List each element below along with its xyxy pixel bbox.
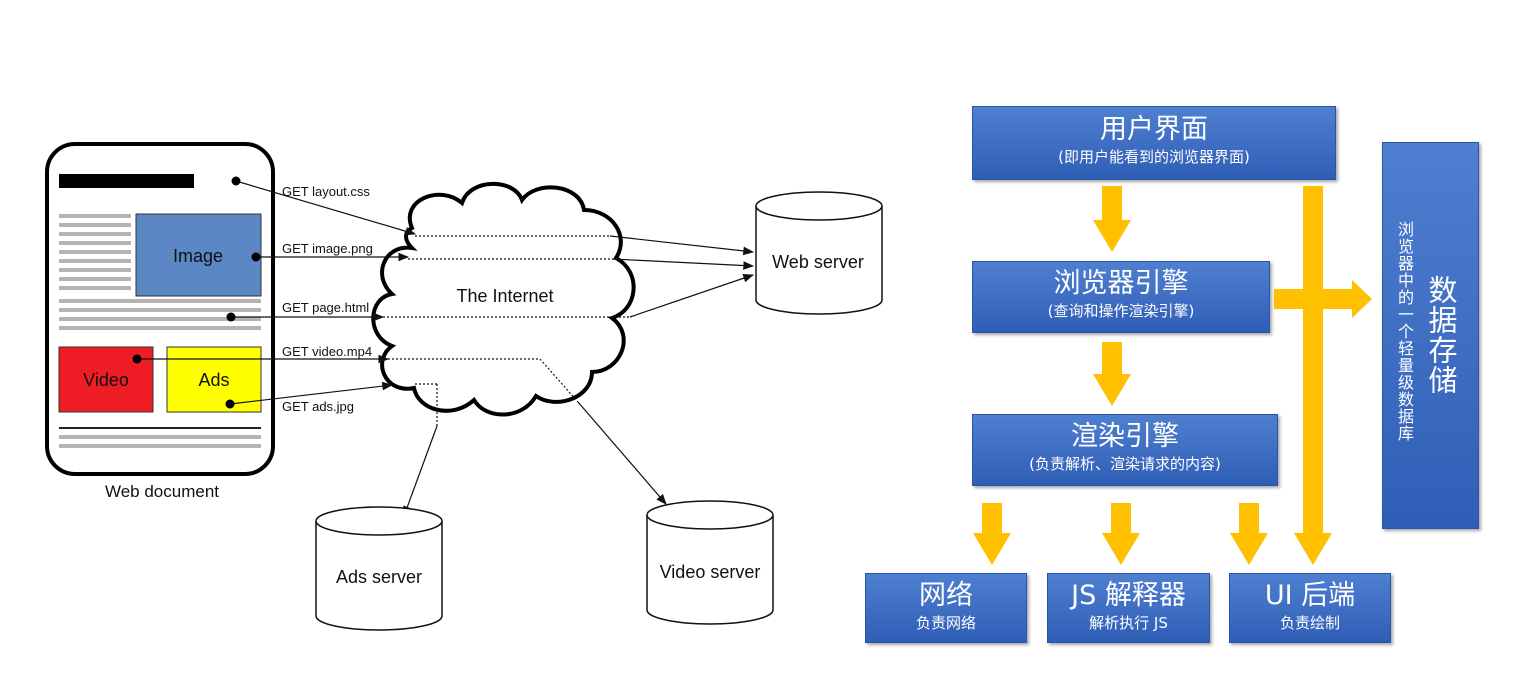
browser-engine-box: 浏览器引擎 (查询和操作渲染引擎) xyxy=(972,261,1270,333)
doc-video-label: Video xyxy=(83,370,129,390)
doc-image-block xyxy=(135,213,262,297)
request-arrows xyxy=(137,180,755,518)
data-storage-sub: 浏览器中的一个轻量级数据库 xyxy=(1395,221,1414,442)
doc-ads-label: Ads xyxy=(198,370,229,390)
render-engine-title: 渲染引擎 xyxy=(1071,421,1179,452)
req-label-html: GET page.html xyxy=(282,300,369,315)
ui-layer-sub: (即用户能看到的浏览器界面) xyxy=(1058,148,1250,166)
flow-arrows xyxy=(973,186,1372,565)
browser-engine-title: 浏览器引擎 xyxy=(1053,268,1189,299)
web-document: Image Video Ads Web document xyxy=(45,142,275,501)
arrow-ui-to-browser xyxy=(1093,186,1131,252)
network-title: 网络 xyxy=(919,580,973,611)
ui-backend-title: UI 后端 xyxy=(1264,580,1356,611)
request-labels: GET layout.css GET image.png GET page.ht… xyxy=(282,184,373,414)
web-server-label: Web server xyxy=(772,252,864,272)
doc-header-bar xyxy=(59,174,194,188)
js-interpreter-sub: 解析执行 JS xyxy=(1089,614,1168,632)
ui-backend-box: UI 后端 负责绘制 xyxy=(1229,573,1391,643)
req-label-ads: GET ads.jpg xyxy=(282,399,354,414)
req-label-css: GET layout.css xyxy=(282,184,370,199)
arrow-browser-to-storage xyxy=(1274,280,1372,318)
video-server: Video server xyxy=(646,500,774,625)
ads-server-label: Ads server xyxy=(336,567,422,587)
ui-layer-box: 用户界面 (即用户能看到的浏览器界面) xyxy=(972,106,1336,180)
video-server-label: Video server xyxy=(660,562,761,582)
doc-divider xyxy=(59,427,261,429)
ui-layer-title: 用户界面 xyxy=(1100,114,1208,145)
browser-engine-sub: (查询和操作渲染引擎) xyxy=(1047,302,1195,320)
arrow-render-to-backend xyxy=(1230,503,1268,565)
network-box: 网络 负责网络 xyxy=(865,573,1027,643)
request-origin-dots xyxy=(132,176,261,409)
ads-server: Ads server xyxy=(315,506,443,631)
arrow-browser-to-render xyxy=(1093,342,1131,406)
render-engine-box: 渲染引擎 (负责解析、渲染请求的内容) xyxy=(972,414,1278,486)
data-storage-title: 数据存储 xyxy=(1424,275,1458,395)
internet-cloud: The Internet xyxy=(371,181,636,417)
js-interpreter-title: JS 解释器 xyxy=(1071,580,1186,611)
web-server: Web server xyxy=(755,191,883,315)
js-interpreter-box: JS 解释器 解析执行 JS xyxy=(1047,573,1210,643)
doc-ads-block xyxy=(166,346,262,413)
ui-backend-sub: 负责绘制 xyxy=(1279,614,1340,632)
arrow-render-to-js xyxy=(1102,503,1140,565)
doc-video-block xyxy=(58,346,154,413)
cloud-label: The Internet xyxy=(456,286,553,306)
arrow-render-to-network xyxy=(973,503,1011,565)
doc-text-lines-top xyxy=(59,214,261,330)
doc-image-label: Image xyxy=(173,246,223,266)
data-storage-box: 浏览器中的一个轻量级数据库 数据存储 xyxy=(1382,142,1479,529)
render-engine-sub: (负责解析、渲染请求的内容) xyxy=(1029,455,1221,473)
doc-text-lines-bottom xyxy=(59,435,261,448)
req-label-image: GET image.png xyxy=(282,241,373,256)
arrow-ui-to-backend xyxy=(1294,186,1332,565)
doc-caption: Web document xyxy=(105,482,219,501)
network-sub: 负责网络 xyxy=(915,614,976,632)
req-label-video: GET video.mp4 xyxy=(282,344,372,359)
